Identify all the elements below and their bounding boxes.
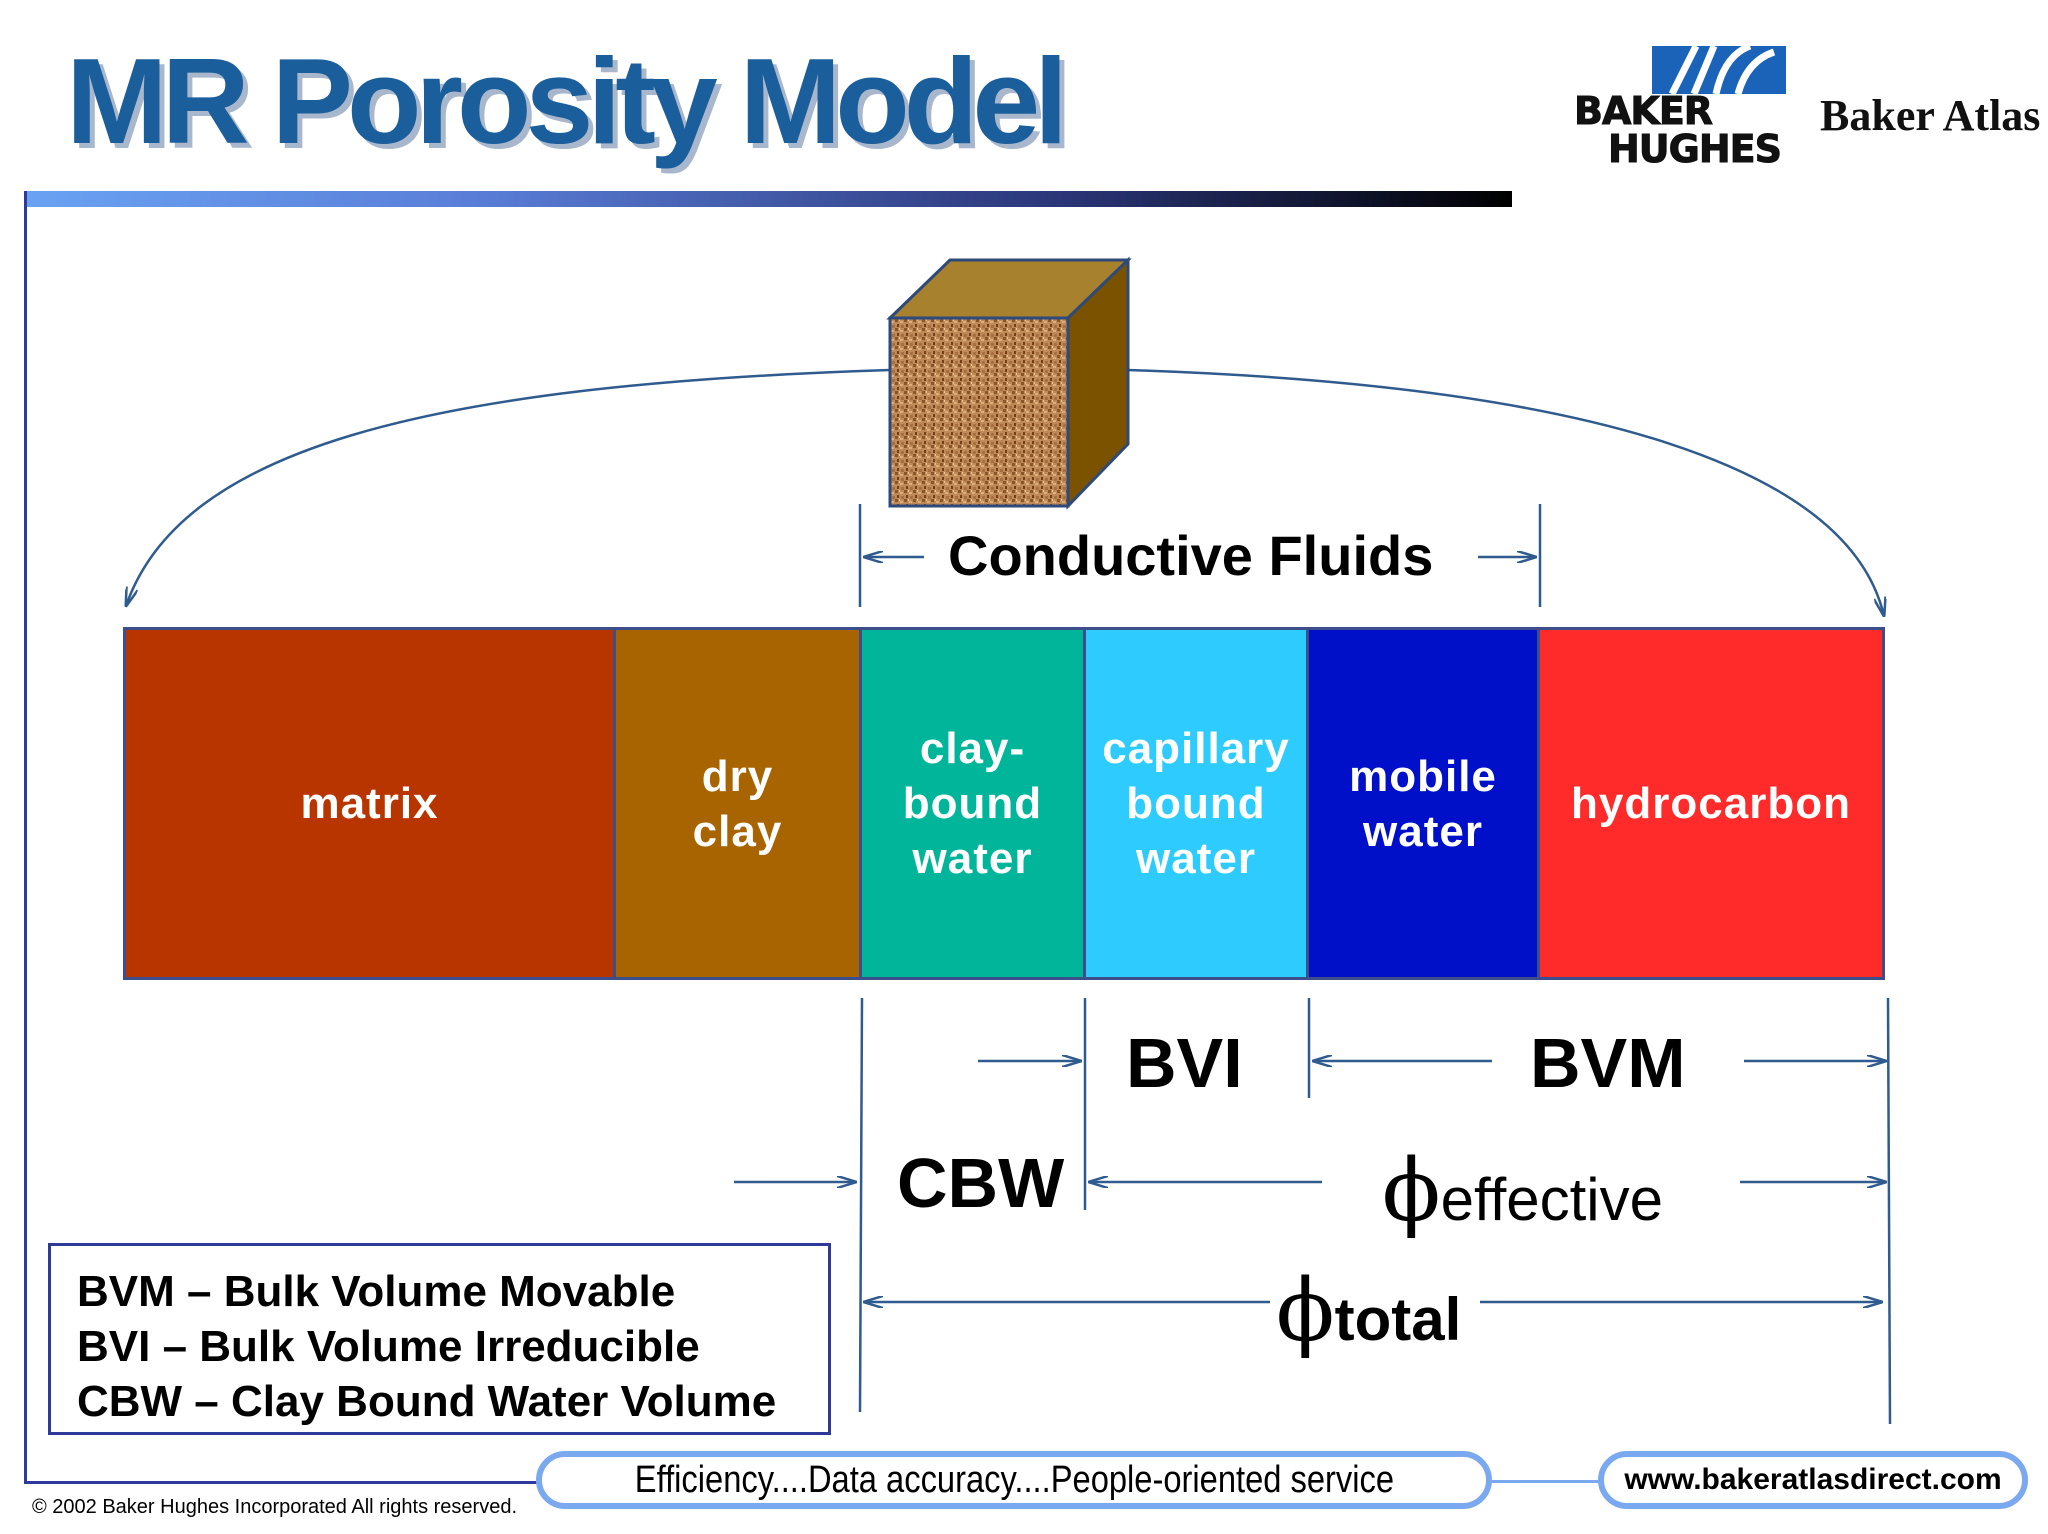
bvm-label: BVM (1530, 1024, 1686, 1102)
segment-label: mobile water (1349, 751, 1497, 856)
phi-effective-label: ϕeffective (1382, 1148, 1663, 1234)
copyright-notice: © 2002 Baker Hughes Incorporated All rig… (32, 1496, 517, 1518)
legend-item-bvm: BVM – Bulk Volume Movable (77, 1267, 676, 1316)
segment-label: hydrocarbon (1571, 779, 1851, 828)
legend-item-cbw: CBW – Clay Bound Water Volume (77, 1377, 777, 1426)
cbw-label: CBW (897, 1144, 1065, 1222)
segment-label: capillary bound water (1102, 724, 1290, 883)
segment-label: matrix (300, 779, 439, 828)
segment-hydrocarbon: hydrocarbon (1537, 627, 1885, 980)
company-logo-text: BAKER HUGHES (1574, 89, 1783, 171)
arc-right (1126, 368, 1884, 616)
website-link[interactable]: www.bakeratlasdirect.com (1598, 1451, 2028, 1509)
logo-line-baker: BAKER (1574, 89, 1714, 133)
tick-right (1886, 997, 1892, 1425)
slogan-text: Efficiency....Data accuracy....People-or… (634, 1458, 1394, 1501)
slogan-pill: Efficiency....Data accuracy....People-or… (536, 1451, 1492, 1509)
segment-capillary-bound-water: capillary bound water (1083, 627, 1309, 980)
segment-clay-bound-water: clay- bound water (859, 627, 1086, 980)
phi-effective-subscript: effective (1440, 1166, 1663, 1233)
bvi-label: BVI (1126, 1024, 1243, 1102)
baker-hughes-logo-mark (1652, 46, 1786, 94)
segment-label: dry clay (692, 751, 783, 856)
phi-symbol: ϕ (1276, 1261, 1335, 1361)
legend-item-bvi: BVI – Bulk Volume Irreducible (77, 1322, 700, 1371)
logo-line-hughes: HUGHES (1608, 127, 1783, 171)
tick-cbw-left (858, 997, 864, 1413)
frame-left-line (24, 191, 27, 1483)
website-url[interactable]: www.bakeratlasdirect.com (1624, 1463, 2002, 1496)
phi-total-subscript: total (1334, 1286, 1462, 1353)
segment-label: clay- bound water (902, 724, 1043, 883)
rock-sample-cube-icon (886, 256, 1132, 510)
frame-bottom-line (24, 1481, 544, 1484)
segment-dry-clay: dry clay (613, 627, 862, 980)
abbreviation-legend: BVM – Bulk Volume Movable BVI – Bulk Vol… (48, 1243, 831, 1435)
phi-symbol: ϕ (1382, 1141, 1441, 1241)
segment-mobile-water: mobile water (1306, 627, 1540, 980)
segment-matrix: matrix (123, 627, 616, 980)
conductive-fluids-label: Conductive Fluids (948, 524, 1434, 587)
phi-total-label: ϕtotal (1276, 1268, 1461, 1354)
division-name: Baker Atlas (1820, 91, 2041, 140)
footer-connector-line (1492, 1480, 1600, 1483)
page-title: MR Porosity Model (66, 33, 1068, 169)
arc-left (126, 368, 891, 606)
header-rule (24, 191, 1512, 207)
